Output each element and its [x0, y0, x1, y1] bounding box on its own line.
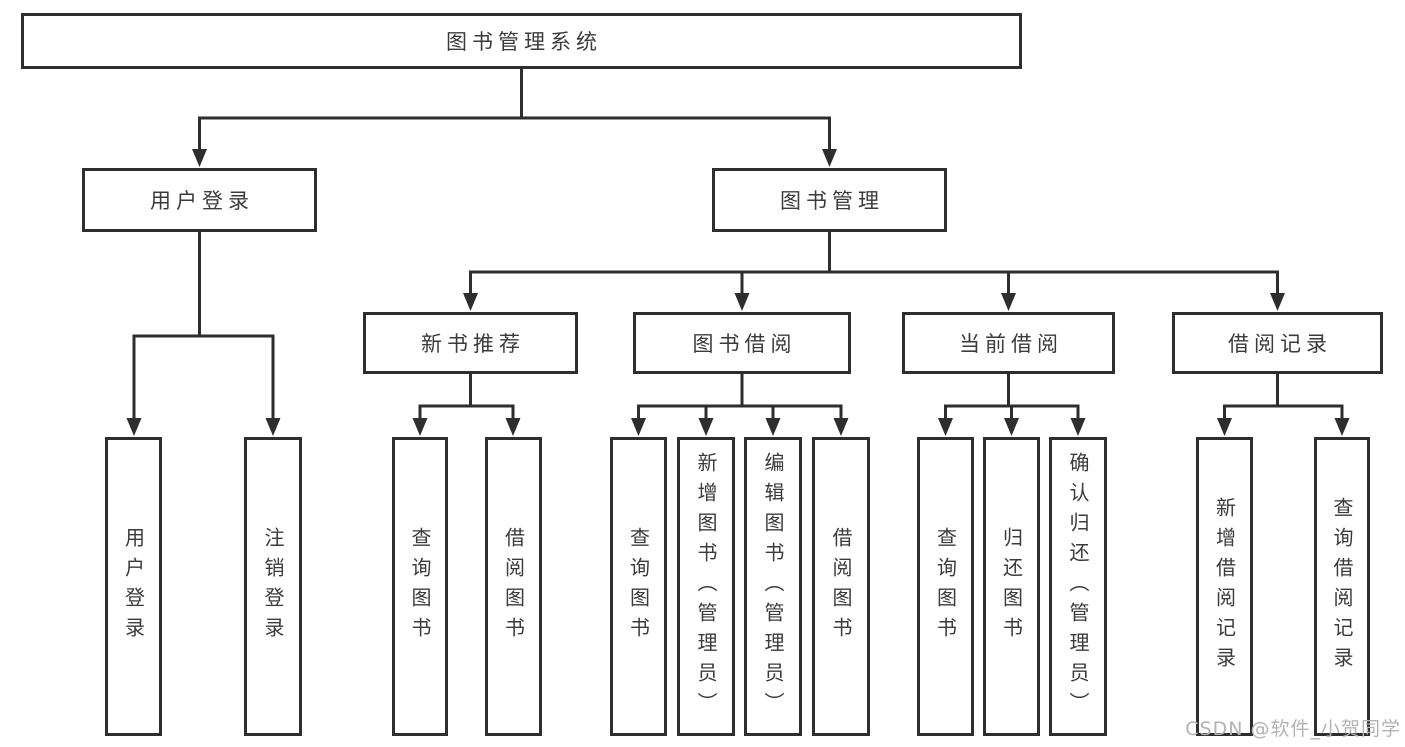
node-borrowing-records: 借阅记录 — [1172, 312, 1383, 374]
node-label: 新书推荐 — [421, 332, 525, 356]
leaf-add-borrow-record: 新增借阅记录 — [1196, 437, 1253, 736]
node-label: 用户登录 — [150, 189, 254, 213]
node-label: 图书管理 — [780, 189, 884, 213]
node-label: 借阅记录 — [1228, 332, 1332, 356]
leaf-label: 确认归还（管理员） — [1066, 451, 1090, 722]
leaf-query-books-borrowing: 查询图书 — [610, 437, 667, 736]
leaf-label: 新增图书（管理员） — [694, 451, 718, 722]
node-label: 当前借阅 — [959, 332, 1063, 356]
leaf-label: 查询图书 — [933, 526, 958, 647]
leaf-label: 借阅图书 — [501, 526, 526, 647]
leaf-label: 新增借阅记录 — [1212, 496, 1237, 677]
leaf-label: 借阅图书 — [829, 526, 853, 647]
leaf-query-books-recommend: 查询图书 — [392, 437, 448, 736]
connector-path — [132, 69, 1344, 421]
leaf-query-books-current: 查询图书 — [917, 437, 974, 736]
node-label: 图书借阅 — [692, 332, 797, 356]
leaf-label: 用户登录 — [121, 526, 146, 647]
leaf-borrow-books: 借阅图书 — [812, 437, 870, 736]
leaf-add-books-admin: 新增图书（管理员） — [677, 437, 735, 736]
node-library-management-system: 图书管理系统 — [21, 13, 1022, 69]
leaf-logout: 注销登录 — [244, 437, 302, 736]
leaf-label: 归还图书 — [999, 526, 1024, 647]
node-label: 图书管理系统 — [446, 30, 602, 54]
node-new-book-recommend: 新书推荐 — [363, 312, 578, 374]
leaf-label: 查询图书 — [626, 526, 651, 647]
leaf-edit-books-admin: 编辑图书（管理员） — [744, 437, 802, 736]
leaf-label: 编辑图书（管理员） — [761, 451, 785, 722]
leaf-query-borrow-record: 查询借阅记录 — [1314, 437, 1370, 736]
leaf-user-login: 用户登录 — [105, 437, 162, 736]
leaf-label: 查询借阅记录 — [1330, 496, 1354, 677]
leaf-return-books: 归还图书 — [983, 437, 1040, 736]
leaf-confirm-return-admin: 确认归还（管理员） — [1049, 437, 1107, 736]
leaf-label: 查询图书 — [408, 526, 432, 647]
leaf-borrow-books-recommend: 借阅图书 — [485, 437, 542, 736]
csdn-watermark: CSDN @软件_小贺同学 — [1185, 718, 1401, 740]
node-current-borrowing: 当前借阅 — [902, 312, 1115, 374]
leaf-label: 注销登录 — [261, 526, 285, 647]
node-book-borrowing: 图书借阅 — [633, 312, 851, 374]
node-user-login: 用户登录 — [82, 168, 317, 232]
node-book-management: 图书管理 — [712, 168, 947, 232]
